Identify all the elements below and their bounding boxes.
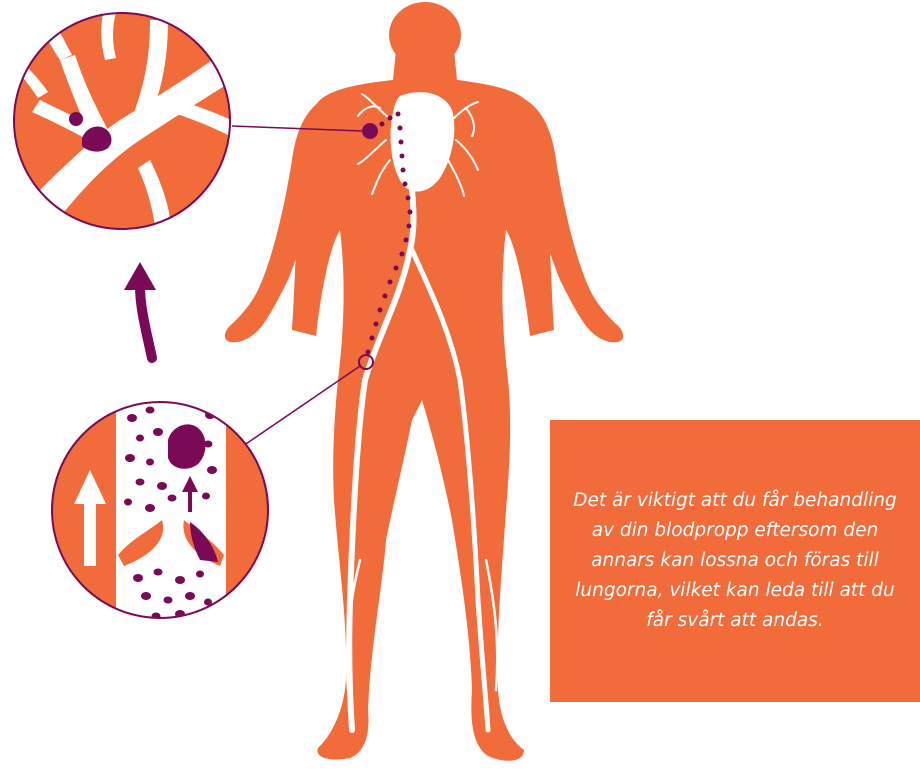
zoom-circle-lung (12, 10, 250, 232)
curved-up-arrow-icon (124, 262, 156, 358)
lung-clot-small (69, 112, 83, 126)
zoom-circle-vein (52, 395, 268, 630)
lung-clot-marker (362, 123, 378, 139)
info-box: Det är viktigt att du får behandling av … (550, 420, 920, 702)
info-box-text: Det är viktigt att du får behandling av … (572, 486, 898, 636)
